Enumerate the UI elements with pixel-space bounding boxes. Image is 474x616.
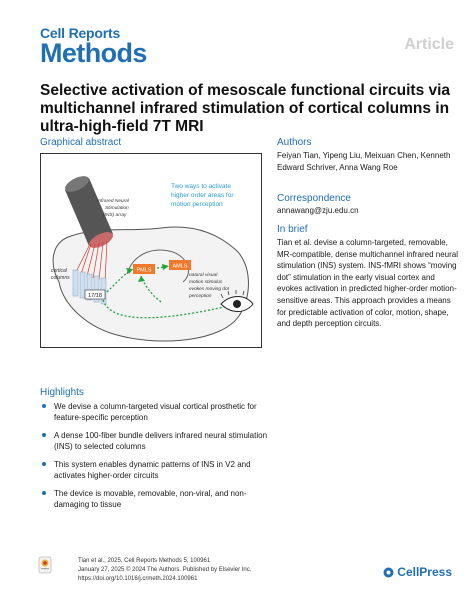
highlight-item: A dense 100-fiber bundle delivers infrar… xyxy=(40,430,270,452)
bullet-icon xyxy=(42,462,46,466)
array-label-line-3: (INS) array xyxy=(103,212,127,218)
publisher-name: CellPress xyxy=(397,565,452,579)
callout-line-3: motion perception xyxy=(171,201,223,208)
stimulus-label-line-3: evokes moving dot xyxy=(189,286,230,292)
highlight-text: This system enables dynamic patterns of … xyxy=(54,460,251,480)
highlight-item: This system enables dynamic patterns of … xyxy=(40,459,270,481)
citation-line: Tian et al., 2025, Cell Reports Methods … xyxy=(78,558,211,564)
journal-name-small: Cell Reports xyxy=(40,25,121,41)
doi-link[interactable]: https://doi.org/10.1016/j.crmeth.2024.10… xyxy=(78,576,198,582)
cellpress-mark-icon xyxy=(383,567,394,577)
area-17-18-label: 17/18 xyxy=(88,293,102,299)
columns-label-line-2: columns xyxy=(51,275,70,281)
in-brief-heading: In brief xyxy=(277,224,308,235)
correspondence-heading: Correspondence xyxy=(277,193,351,204)
area-pmls-label: PMLS xyxy=(137,268,152,274)
fiber-lines xyxy=(76,240,108,283)
array-label-line-2: Stimulation xyxy=(105,205,129,211)
bullet-icon xyxy=(42,404,46,408)
sulcus-line xyxy=(126,249,189,283)
highlights-heading: Highlights xyxy=(40,387,84,398)
journal-logo: Cell Reports Methods xyxy=(40,25,147,68)
arrow-head-3 xyxy=(162,264,169,270)
stimulus-label-line-1: natural visual xyxy=(189,272,218,278)
area-amls-label: AMLS xyxy=(173,264,188,270)
correspondence-email[interactable]: annawang@zju.edu.cn xyxy=(277,206,359,215)
highlights-list: We devise a column-targeted visual corti… xyxy=(40,401,270,517)
copyright-line: January 27, 2025 © 2024 The Authors. Pub… xyxy=(78,567,252,573)
arrow-head-1 xyxy=(126,268,133,274)
stimulus-label-line-4: perception xyxy=(188,293,212,299)
graphical-abstract-heading: Graphical abstract xyxy=(40,137,122,148)
cellpress-logo: CellPress xyxy=(383,565,452,579)
bullet-icon xyxy=(42,491,46,495)
area-pmls xyxy=(133,264,155,274)
callout-line-2: higher order areas for xyxy=(171,192,234,199)
highlight-item: The device is movable, removable, non-vi… xyxy=(40,488,270,510)
area-amls xyxy=(169,260,191,270)
authors-heading: Authors xyxy=(277,137,312,148)
journal-name-big: Methods xyxy=(40,38,147,68)
highlight-text: The device is movable, removable, non-vi… xyxy=(54,489,247,509)
arrow-head-2 xyxy=(138,276,145,282)
check-for-updates-icon[interactable] xyxy=(38,556,52,574)
in-brief-text: Tian et al. devise a column-targeted, re… xyxy=(277,238,458,329)
highlight-item: We devise a column-targeted visual corti… xyxy=(40,401,270,423)
columns-label-line-1: cortical xyxy=(51,268,68,274)
cortex-outline xyxy=(52,226,249,342)
eye-icon xyxy=(220,290,254,312)
stimulus-label-line-2: motion stimulus xyxy=(189,279,223,285)
highlight-text: We devise a column-targeted visual corti… xyxy=(54,402,257,422)
author-list: Feiyan Tian, Yipeng Liu, Meixuan Chen, K… xyxy=(277,151,451,172)
article-type-label: Article xyxy=(404,36,454,53)
callout-line-1: Two ways to activate xyxy=(171,183,231,190)
area-17-18 xyxy=(84,289,106,300)
bullet-icon xyxy=(42,433,46,437)
article-title: Selective activation of mesoscale functi… xyxy=(40,82,451,135)
graphical-abstract-figure: PMLS AMLS 17/18 Two ways to activate hig… xyxy=(40,153,262,348)
ins-array-icon xyxy=(65,176,113,248)
array-label-line-1: Infrared Neural xyxy=(97,198,130,204)
highlight-text: A dense 100-fiber bundle delivers infrar… xyxy=(54,431,268,451)
citation-footer: Tian et al., 2025, Cell Reports Methods … xyxy=(78,557,251,584)
